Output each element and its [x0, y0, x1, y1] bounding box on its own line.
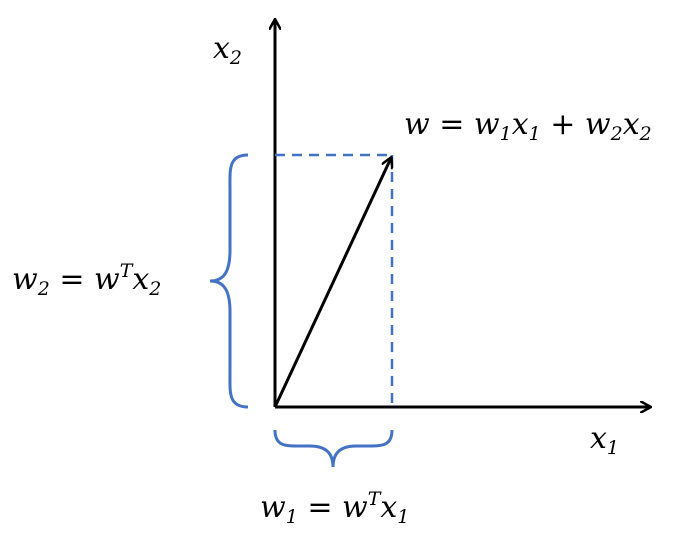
vector-equation-label: w = w1x1 + w2x2 [404, 110, 652, 144]
vector-w-arrow [273, 158, 391, 408]
eq-x2-base: x [622, 107, 640, 142]
w2-rhs-x-sub: 2 [149, 278, 162, 300]
eq-x1-sub: 1 [528, 123, 541, 145]
w1-rhs-transpose: T [367, 488, 381, 510]
x-axis-label: x1 [590, 424, 619, 458]
w2-rhs-w: w [94, 262, 120, 297]
eq-w2-sub: 2 [610, 123, 623, 145]
w2-equals: = [49, 262, 94, 297]
w1-lhs-sub: 1 [285, 506, 298, 528]
y-axis-label: x2 [213, 34, 242, 68]
w1-projection-label: w1 = wTx1 [260, 490, 409, 527]
w1-brace [273, 429, 394, 468]
eq-plus: + [540, 107, 585, 142]
w2-brace [209, 153, 249, 409]
y-axis-label-sub: 2 [229, 47, 243, 69]
eq-x1-base: x [511, 107, 529, 142]
w2-rhs-transpose: T [119, 260, 133, 282]
eq-w2-base: w [584, 107, 611, 142]
x-axis-label-base: x [590, 421, 607, 456]
w1-rhs-x: x [380, 490, 398, 525]
w1-rhs-x-sub: 1 [397, 506, 410, 528]
w1-rhs-w: w [342, 490, 368, 525]
eq-w1-base: w [473, 107, 500, 142]
eq-x2-sub: 2 [639, 123, 652, 145]
w1-lhs-base: w [260, 490, 286, 525]
w2-rhs-x: x [132, 262, 150, 297]
x-axis-label-sub: 1 [606, 437, 620, 459]
eq-w1-sub: 1 [499, 123, 512, 145]
y-axis-label-base: x [213, 31, 230, 66]
w2-projection-label: w2 = wTx2 [12, 262, 161, 299]
eq-equals: = [429, 107, 474, 142]
w2-lhs-base: w [12, 262, 38, 297]
w1-equals: = [297, 490, 342, 525]
w2-lhs-sub: 2 [37, 278, 50, 300]
eq-w: w [404, 107, 430, 142]
